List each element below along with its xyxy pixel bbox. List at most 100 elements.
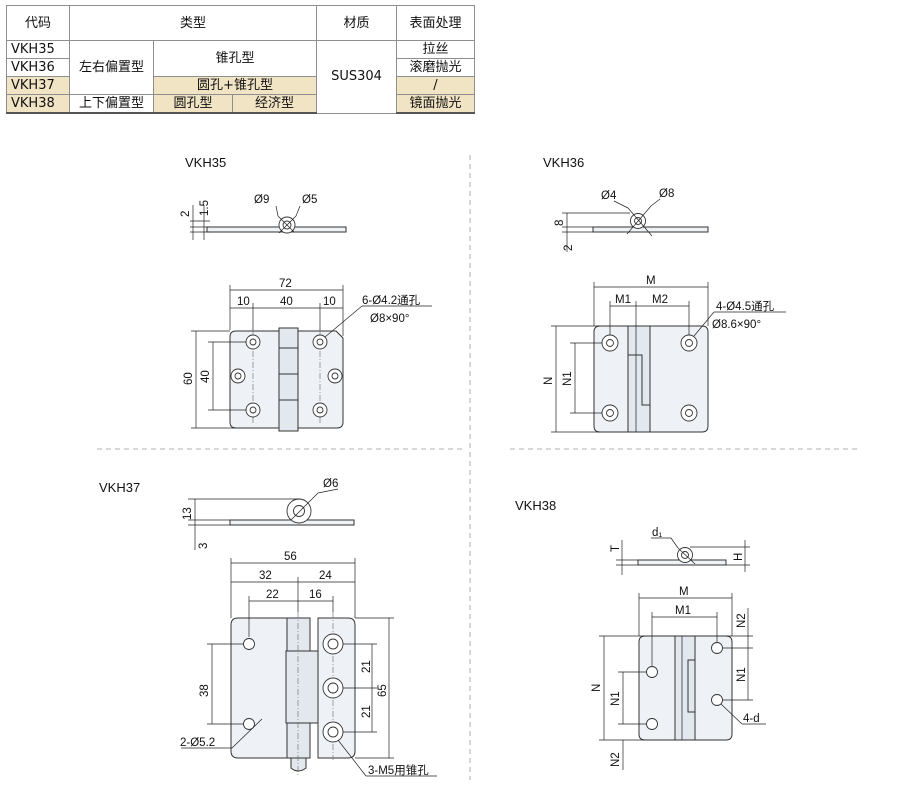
vkh36-side-plate	[592, 226, 709, 233]
vkh37-lead-d6	[290, 492, 319, 521]
surface-cell: 镜面抛光	[396, 94, 475, 114]
vkh38-drawing: VKH38 d₁ T H	[515, 498, 766, 770]
vkh38-hole	[711, 642, 723, 654]
vkh37-front-view: 56 32 24 22 16 38 21 21 65	[180, 551, 437, 777]
vkh35-side-d9: Ø9	[254, 194, 269, 206]
vkh37-front-holes-r: 3-M5用锥孔	[368, 764, 429, 777]
table-row: VKH38 上下偏置型 圆孔型 经济型 镜面抛光	[6, 94, 475, 114]
vkh37-hole	[243, 718, 255, 730]
type-lr-offset: 左右偏置型	[69, 40, 154, 95]
vkh36-leaf-right	[649, 325, 709, 433]
vkh36-side-d4: Ø4	[601, 190, 617, 202]
vkh38-leaf-right	[694, 635, 733, 741]
vkh36-front-pitch: N1	[562, 371, 574, 386]
vkh36-lead-d8	[626, 205, 652, 235]
vkh35-hole	[249, 406, 257, 414]
vkh37-cs-hole	[327, 726, 339, 738]
vkh38-front-pitch-l: N1	[610, 691, 622, 706]
vkh38-front-bot-off: N2	[610, 752, 622, 767]
vkh35-front-pitch: 40	[200, 370, 212, 383]
vkh36-lead-d4	[627, 207, 653, 237]
vkh35-lead-b	[295, 205, 301, 217]
vkh37-side-d6: Ø6	[323, 478, 338, 490]
vkh38-holes-leader	[720, 703, 743, 725]
vkh36-side-t2: 2	[563, 245, 575, 251]
vkh36-title: VKH36	[543, 155, 584, 170]
vkh37-cs-leader	[337, 739, 367, 777]
vkh37-front-pitch-r2: 21	[361, 705, 373, 718]
vkh35-drawing: VKH35 Ø9 Ø5 2 1.5	[180, 155, 432, 432]
vkh35-side-view: Ø9 Ø5 2 1.5	[180, 194, 347, 240]
vkh36-lead-a	[613, 200, 629, 209]
vkh37-front-left-w: 32	[259, 570, 272, 582]
table-row: VKH36 滚磨抛光	[6, 58, 475, 77]
vkh37-front-pitch-r1: 21	[361, 660, 373, 673]
vkh38-front-holes: 4-d	[743, 713, 760, 725]
vkh37-lead-a	[317, 488, 339, 494]
vkh38-front-pitch-r: N1	[736, 667, 748, 682]
vkh36-front-holes-2: Ø8.6×90°	[712, 319, 761, 331]
vkh36-front-view: M M1 M2 N N1 4-Ø4.5通孔 Ø8.6×90°	[543, 275, 786, 433]
type-round-plus-countersunk: 圆孔+锥孔型	[153, 76, 317, 95]
vkh35-side-t1: 2	[180, 211, 192, 217]
vkh38-hole	[711, 694, 723, 706]
vkh35-hole	[249, 338, 257, 346]
vkh36-hole-leader	[693, 311, 715, 337]
table-row: VKH37 圆孔+锥孔型 /	[6, 76, 475, 95]
vkh36-hole	[606, 339, 614, 347]
vkh37-front-height-l: 38	[199, 684, 211, 697]
vkh36-front-seg-left: M1	[615, 294, 631, 306]
vkh38-front-height: N	[591, 684, 603, 692]
vkh37-front-holes-l: 2-Ø5.2	[180, 737, 215, 749]
vkh35-lead-d9	[278, 215, 297, 234]
vkh37-side-view: Ø6 13 3	[182, 478, 355, 550]
vkh35-hole	[331, 372, 339, 380]
vkh38-front-seg: M1	[675, 605, 691, 617]
vkh35-side-t2: 1.5	[199, 200, 211, 216]
vkh37-front-height-r: 65	[377, 684, 389, 697]
vkh37-knuckle	[285, 650, 319, 724]
vkh38-hole	[646, 718, 658, 730]
vkh35-side-plate	[206, 226, 347, 233]
vkh35-front-seg-right: 10	[323, 296, 336, 308]
vkh37-cs-hole	[327, 682, 339, 694]
vkh37-hole	[243, 638, 255, 650]
code-cell: VKH37	[6, 76, 70, 95]
spec-table: 代码 类型 材质 表面处理 VKH35 左右偏置型 锥孔型 SUS304 拉丝 …	[6, 5, 475, 114]
code-cell: VKH38	[6, 94, 70, 114]
table-header-row: 代码 类型 材质 表面处理	[6, 5, 475, 41]
header-material: 材质	[316, 5, 397, 41]
vkh37-cs-hole	[327, 638, 339, 650]
surface-cell: /	[396, 76, 475, 95]
vkh35-hole-leader	[324, 305, 363, 338]
vkh37-front-pitch-r: 16	[309, 589, 322, 601]
vkh36-front-holes-1: 4-Ø4.5通孔	[716, 300, 775, 313]
vkh35-knuckle-a	[278, 347, 299, 375]
vkh37-title: VKH37	[99, 480, 140, 495]
vkh36-hole	[685, 339, 693, 347]
table-row: VKH35 左右偏置型 锥孔型 SUS304 拉丝	[6, 40, 475, 114]
vkh37-holes-leader	[231, 718, 263, 749]
vkh35-side-d5: Ø5	[302, 194, 317, 206]
header-surface: 表面处理	[396, 5, 475, 41]
vkh36-lead-b	[650, 198, 661, 207]
vkh38-hole	[646, 666, 658, 678]
vkh38-side-view: d₁ T H	[610, 527, 750, 575]
vkh37-pin-end	[290, 757, 307, 772]
code-cell: VKH35	[6, 40, 70, 59]
type-round: 圆孔型	[153, 94, 233, 114]
vkh36-side-d8: Ø8	[659, 188, 674, 200]
vkh38-side-h: H	[733, 553, 745, 561]
vkh36-hole	[606, 409, 614, 417]
vkh35-front-holes-2: Ø8×90°	[370, 313, 409, 325]
vkh35-front-view: 72 10 40 10 60 40 6-Ø4.2通孔 Ø8×90°	[183, 278, 432, 432]
type-economy: 经济型	[232, 94, 317, 114]
vkh36-side-t1: 8	[554, 220, 566, 226]
vkh37-front-pitch-l: 22	[266, 589, 279, 601]
vkh36-hole	[685, 409, 693, 417]
vkh38-lead-a	[670, 537, 679, 549]
vkh38-side-t: T	[610, 545, 622, 552]
vkh37-pin-hole	[293, 505, 305, 517]
vkh35-front-width: 72	[279, 278, 292, 290]
